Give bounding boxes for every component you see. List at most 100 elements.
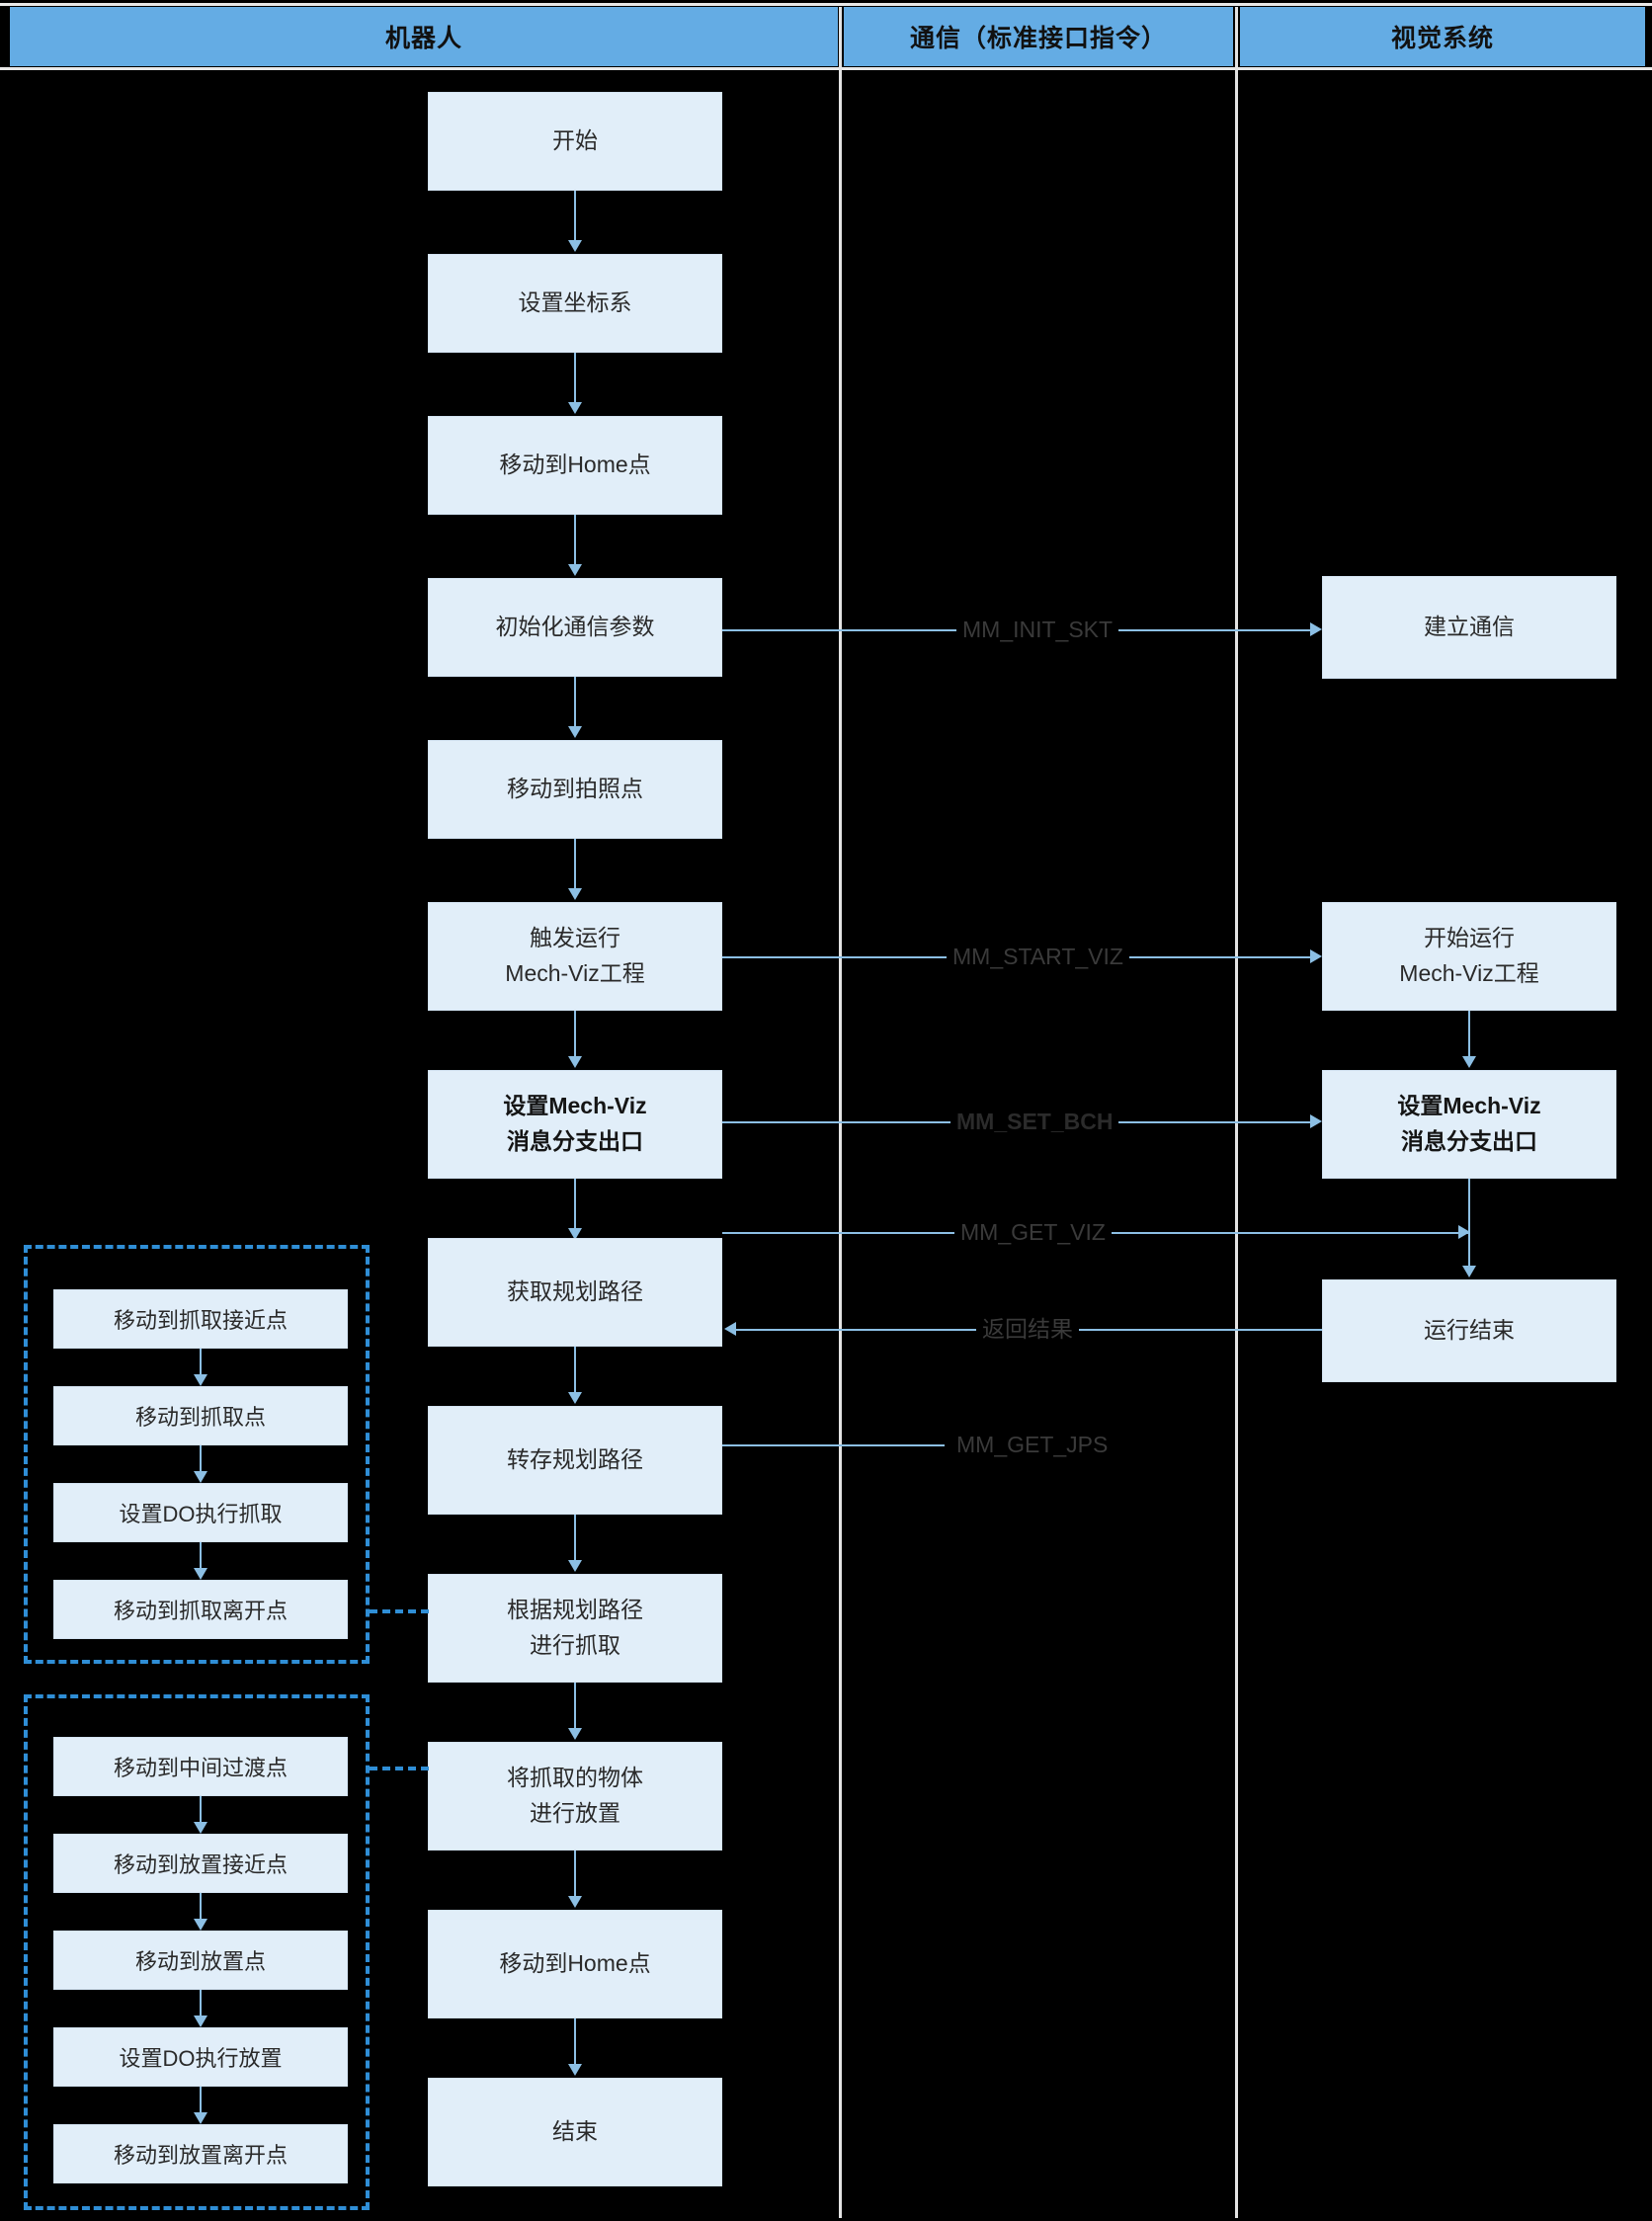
connector-setbranchv-to-runfinished xyxy=(1468,1179,1470,1270)
node-trigger-line-0: 触发运行 xyxy=(530,925,620,951)
node-move-to-home-1[interactable]: 移动到Home点 xyxy=(428,416,722,515)
connector-doplace-to-home2 xyxy=(574,1851,576,1900)
node-setbranch-line-0: 设置Mech-Viz xyxy=(503,1093,647,1119)
lane-title-comm: 通信（标准接口指令） xyxy=(909,25,1167,52)
subnode-pick-depart-label: 移动到抓取离开点 xyxy=(113,1599,288,1623)
arrowhead-return-result xyxy=(724,1322,736,1336)
node-home1-line-0: 移动到Home点 xyxy=(499,452,651,478)
node-get-planned-path[interactable]: 获取规划路径 xyxy=(428,1238,722,1347)
node-set-mechviz-branch-vision[interactable]: 设置Mech-Viz 消息分支出口 xyxy=(1322,1070,1616,1179)
node-setbranchv-line-0: 设置Mech-Viz xyxy=(1397,1093,1541,1119)
subnode-place-point-label: 移动到放置点 xyxy=(134,1949,266,1974)
connector-pickpoint-to-pickdo xyxy=(200,1445,202,1475)
arrowhead-home1 xyxy=(568,402,582,414)
arrowhead-dopick xyxy=(568,1560,582,1572)
node-establish-communication[interactable]: 建立通信 xyxy=(1322,576,1616,679)
connector-trigger-to-setbranch xyxy=(574,1011,576,1060)
node-set-coordinate-system[interactable]: 设置坐标系 xyxy=(428,254,722,353)
arrowhead-getpath xyxy=(568,1228,582,1240)
connector-dopick-to-doplace xyxy=(574,1683,576,1732)
connector-transit-to-placeapproach xyxy=(200,1796,202,1826)
connector-getpath-to-storepath xyxy=(574,1347,576,1396)
node-init-comm-params[interactable]: 初始化通信参数 xyxy=(428,578,722,677)
node-start[interactable]: 开始 xyxy=(428,92,722,191)
subnode-place-point[interactable]: 移动到放置点 xyxy=(53,1931,348,1990)
node-move-to-home-2[interactable]: 移动到Home点 xyxy=(428,1910,722,2018)
subnode-place-do[interactable]: 设置DO执行放置 xyxy=(53,2027,348,2087)
node-getpath-line-0: 获取规划路径 xyxy=(507,1278,643,1305)
header-top-rule xyxy=(0,3,1652,6)
node-end[interactable]: 结束 xyxy=(428,2078,722,2186)
node-pick-along-path[interactable]: 根据规划路径 进行抓取 xyxy=(428,1574,722,1683)
arrowhead-pickdepart xyxy=(194,1568,207,1580)
arrowhead-capture xyxy=(568,726,582,738)
node-dopick-line-1: 进行抓取 xyxy=(530,1632,620,1658)
arrowhead-placedo xyxy=(194,2015,207,2027)
arrowhead-get-viz xyxy=(1458,1225,1470,1239)
node-setbranchv-line-1: 消息分支出口 xyxy=(1401,1128,1537,1154)
node-move-to-capture-point[interactable]: 移动到拍照点 xyxy=(428,740,722,839)
connector-start-to-setframe xyxy=(574,191,576,244)
dashed-connector-place-to-node xyxy=(370,1767,429,1770)
node-start-line-0: 开始 xyxy=(552,127,598,154)
subnode-pick-do[interactable]: 设置DO执行抓取 xyxy=(53,1483,348,1542)
arrowhead-setframe xyxy=(568,240,582,252)
connector-storepath-to-dopick xyxy=(574,1515,576,1564)
node-run-finished[interactable]: 运行结束 xyxy=(1322,1279,1616,1382)
header-bottom-rule xyxy=(0,67,1652,70)
place-sequence-group xyxy=(24,1694,370,2210)
node-set-mechviz-branch[interactable]: 设置Mech-Viz 消息分支出口 xyxy=(428,1070,722,1179)
node-trigger-run-mechviz[interactable]: 触发运行 Mech-Viz工程 xyxy=(428,902,722,1011)
arrowhead-initcomm xyxy=(568,564,582,576)
arrowhead-set-bch xyxy=(1310,1114,1322,1128)
arrowhead-runfinished xyxy=(1462,1266,1476,1277)
node-storepath-line-0: 转存规划路径 xyxy=(507,1446,643,1473)
node-trigger-line-1: Mech-Viz工程 xyxy=(505,960,645,986)
connector-setbranch-to-getpath xyxy=(574,1179,576,1232)
subnode-place-depart[interactable]: 移动到放置离开点 xyxy=(53,2124,348,2183)
subnode-pick-point[interactable]: 移动到抓取点 xyxy=(53,1386,348,1445)
connector-setframe-to-home1 xyxy=(574,353,576,406)
arrowhead-start-viz xyxy=(1310,949,1322,963)
msg-label-get-viz: MM_GET_VIZ xyxy=(954,1219,1112,1245)
connector-home2-to-end xyxy=(574,2018,576,2068)
subnode-place-do-label: 设置DO执行放置 xyxy=(119,2046,283,2071)
lane-title-vision: 视觉系统 xyxy=(1390,25,1494,52)
node-place-picked-object[interactable]: 将抓取的物体 进行放置 xyxy=(428,1742,722,1851)
node-home2-line-0: 移动到Home点 xyxy=(499,1950,651,1977)
connector-capture-to-trigger xyxy=(574,839,576,892)
msg-label-init-skt: MM_INIT_SKT xyxy=(956,617,1119,642)
connector-placeapproach-to-placepoint xyxy=(200,1893,202,1923)
node-initcomm-line-0: 初始化通信参数 xyxy=(495,614,655,640)
connector-placepoint-to-placedo xyxy=(200,1990,202,2019)
arrowhead-doplace xyxy=(568,1728,582,1740)
node-end-line-0: 结束 xyxy=(552,2118,598,2145)
subnode-place-approach-label: 移动到放置接近点 xyxy=(113,1852,288,1877)
arrowhead-trigger xyxy=(568,888,582,900)
node-capture-line-0: 移动到拍照点 xyxy=(507,776,643,802)
node-setbranch-line-1: 消息分支出口 xyxy=(507,1128,643,1154)
arrowhead-placedepart xyxy=(194,2112,207,2124)
msgline-get-jps xyxy=(722,1444,945,1446)
msg-label-get-jps: MM_GET_JPS xyxy=(950,1432,1115,1457)
node-estcomm-line-0: 建立通信 xyxy=(1424,614,1515,640)
lane-divider-2 xyxy=(1235,7,1238,2218)
node-startviz-line-1: Mech-Viz工程 xyxy=(1399,960,1539,986)
subnode-pick-do-label: 设置DO执行抓取 xyxy=(119,1502,283,1526)
subnode-pick-approach[interactable]: 移动到抓取接近点 xyxy=(53,1289,348,1349)
subnode-place-approach[interactable]: 移动到放置接近点 xyxy=(53,1834,348,1893)
node-start-run-mechviz[interactable]: 开始运行 Mech-Viz工程 xyxy=(1322,902,1616,1011)
dashed-connector-pick-to-node xyxy=(370,1609,429,1613)
node-startviz-line-0: 开始运行 xyxy=(1424,925,1515,951)
arrowhead-placepoint xyxy=(194,1919,207,1931)
subnode-pick-depart[interactable]: 移动到抓取离开点 xyxy=(53,1580,348,1639)
subnode-transit-point[interactable]: 移动到中间过渡点 xyxy=(53,1737,348,1796)
node-store-planned-path[interactable]: 转存规划路径 xyxy=(428,1406,722,1515)
lane-header-vision: 视觉系统 xyxy=(1240,7,1645,66)
msg-label-start-viz: MM_START_VIZ xyxy=(947,944,1129,969)
msg-label-return-result: 返回结果 xyxy=(976,1316,1079,1342)
arrowhead-init-skt xyxy=(1310,622,1322,636)
node-set-frame-line-0: 设置坐标系 xyxy=(518,289,632,316)
connector-home1-to-initcomm xyxy=(574,515,576,568)
